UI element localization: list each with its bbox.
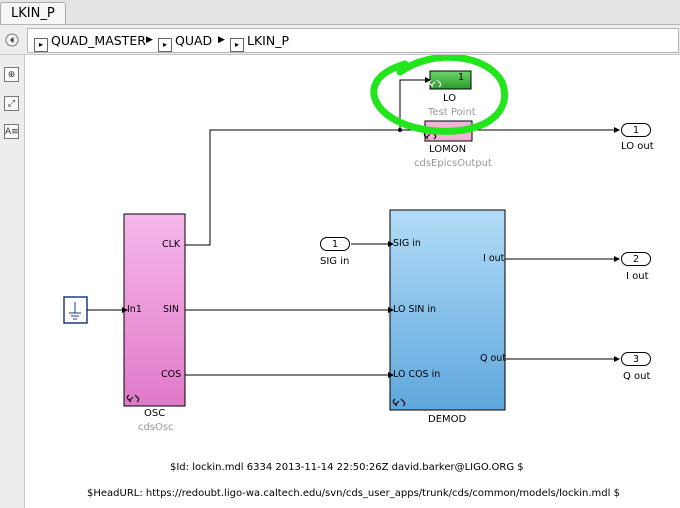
arrow-heads <box>122 77 620 378</box>
outport-i-out[interactable]: 2 <box>621 252 651 266</box>
osc-block[interactable] <box>123 213 186 407</box>
osc-label: OSC <box>144 408 166 419</box>
breadcrumb: ▸QUAD_MASTER ▶ ▸QUAD ▶ ▸LKIN_P <box>27 28 679 53</box>
diagram-svg <box>63 55 620 411</box>
ground-icon <box>69 302 81 320</box>
text-icon[interactable]: A≡ <box>4 124 19 139</box>
osc-port-in1: In1 <box>127 304 142 315</box>
demod-port-i-out: I out <box>483 253 505 264</box>
model-icon: ▸ <box>158 38 172 52</box>
demod-label: DEMOD <box>428 414 467 425</box>
model-icon: ▸ <box>230 38 244 52</box>
osc-port-clk: CLK <box>162 239 181 250</box>
svn-headurl-annotation: $HeadURL: https://redoubt.ligo-wa.caltec… <box>87 488 620 499</box>
demod-block[interactable] <box>389 209 506 411</box>
breadcrumb-item-lkin-p[interactable]: ▸LKIN_P <box>230 32 289 52</box>
breadcrumb-item-quad[interactable]: ▸QUAD <box>158 32 212 52</box>
tab-lkin-p[interactable]: LKIN_P <box>0 2 66 24</box>
demod-port-lo-cos-in: LO COS in <box>393 369 441 380</box>
inport-sig-in[interactable]: 1 <box>320 237 350 251</box>
demod-port-sig-in: SIG in <box>393 238 421 249</box>
breadcrumb-arrow-icon: ▶ <box>218 35 225 45</box>
demod-port-q-out: Q out <box>480 353 507 364</box>
highlight-circle <box>370 55 508 135</box>
outport-q-out-label: Q out <box>623 371 651 382</box>
link-icon <box>428 79 442 88</box>
link-icon <box>126 394 140 403</box>
inport-sig-in-label: SIG in <box>320 256 350 267</box>
fit-view-icon[interactable]: ⤢ <box>4 96 19 111</box>
outport-lo-out[interactable]: 1 <box>621 123 651 137</box>
link-icon <box>392 398 406 407</box>
lo-label: LO <box>443 93 457 104</box>
lomon-type-label: cdsEpicsOutput <box>414 158 492 169</box>
lo-type-label: Test Point <box>428 107 476 118</box>
model-icon: ▸ <box>34 38 48 52</box>
breadcrumb-item-quad-master[interactable]: ▸QUAD_MASTER <box>34 32 146 52</box>
tab-bar: LKIN_P <box>0 0 680 25</box>
nav-bar: ▸QUAD_MASTER ▶ ▸QUAD ▶ ▸LKIN_P <box>0 25 680 55</box>
left-toolbar: ⊕ ⤢ A≡ <box>0 55 25 508</box>
outport-q-out[interactable]: 3 <box>621 352 651 366</box>
svn-id-annotation: $Id: lockin.mdl 6334 2013-11-14 22:50:26… <box>170 462 524 473</box>
osc-port-sin: SIN <box>163 304 179 315</box>
lomon-label: LOMON <box>429 144 467 155</box>
osc-type-label: cdsOsc <box>138 422 174 433</box>
lo-testpoint-block[interactable] <box>429 70 472 90</box>
model-canvas[interactable]: 1 1 2 3 1 LO Test Point LOMON cdsEpicsOu… <box>25 55 680 508</box>
outport-lo-out-label: LO out <box>621 141 654 152</box>
outport-i-out-label: I out <box>626 271 649 282</box>
back-icon[interactable] <box>5 33 19 47</box>
breadcrumb-arrow-icon: ▶ <box>146 35 153 45</box>
osc-port-cos: COS <box>161 369 182 380</box>
demod-port-lo-sin-in: LO SIN in <box>393 304 437 315</box>
lo-testpoint-value: 1 <box>458 72 465 83</box>
zoom-in-icon[interactable]: ⊕ <box>4 67 19 82</box>
